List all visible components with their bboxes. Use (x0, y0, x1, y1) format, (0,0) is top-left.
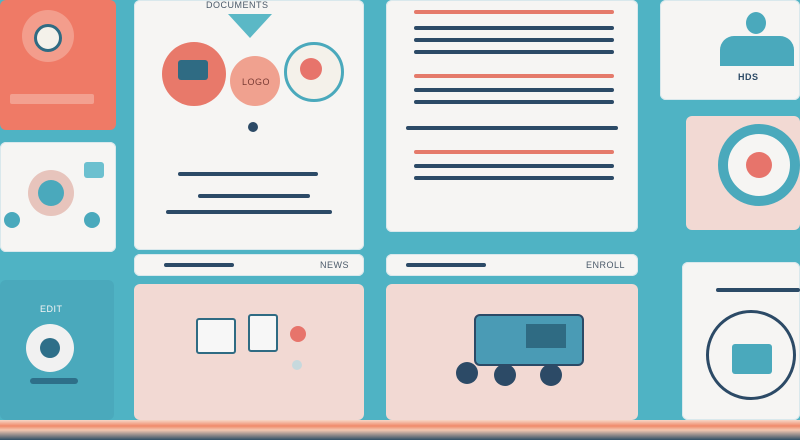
left-top-line (10, 94, 94, 104)
paper-icon-right (248, 314, 278, 352)
delivery-card[interactable] (386, 284, 638, 420)
doc-line-9 (414, 150, 614, 154)
bottom-strip (0, 420, 800, 440)
center-tab-strip[interactable]: NEWS (134, 254, 364, 276)
lock-icon (34, 24, 62, 52)
center-ornament (230, 56, 280, 106)
wheel-icon-2 (494, 364, 516, 386)
right-chart-card[interactable] (682, 262, 800, 420)
left-dot-right (84, 212, 100, 228)
document-card[interactable] (386, 0, 638, 232)
chart-icon (732, 344, 772, 374)
right-top-card[interactable]: HDS (660, 0, 800, 100)
doc-line-7 (414, 100, 614, 104)
center-tab-label: NEWS (320, 260, 349, 270)
center-line-3 (166, 210, 332, 214)
records-dot (292, 360, 302, 370)
center-tab-line (164, 263, 234, 267)
left-ornament-box (178, 60, 208, 80)
right-profile-card[interactable] (686, 116, 800, 230)
paper-icon-left (196, 318, 236, 354)
center-ornament-label: LOGO (242, 77, 271, 87)
center-line-2 (198, 194, 310, 198)
center-top-title: DOCUMENTS (206, 0, 269, 10)
user-avatar (746, 12, 766, 34)
center-line-1 (178, 172, 318, 176)
profile-icon (746, 152, 772, 178)
right-card-line (716, 288, 800, 292)
left-bottom-card[interactable]: EDIT (0, 280, 114, 420)
doc-line-11 (414, 176, 614, 180)
left-middle-card[interactable] (0, 142, 116, 252)
ornament-dots (248, 122, 258, 132)
right-tab-label: ENROLL (586, 260, 626, 270)
truck-cabin (526, 324, 566, 348)
wheel-icon-1 (456, 362, 478, 384)
right-tab-strip[interactable]: ENROLL (386, 254, 638, 276)
funnel-icon (228, 14, 272, 38)
left-top-card[interactable] (0, 0, 116, 130)
left-dot-left (4, 212, 20, 228)
record-center (40, 338, 60, 358)
records-card[interactable] (134, 284, 364, 420)
doc-line-2 (414, 26, 614, 30)
gear-icon (38, 180, 64, 206)
doc-line-3 (414, 38, 614, 42)
right-ornament-core (300, 58, 322, 80)
left-mini-box (84, 162, 104, 178)
doc-line-8 (406, 126, 618, 130)
left-bottom-label: EDIT (40, 304, 63, 314)
wheel-icon-3 (540, 364, 562, 386)
right-top-label: HDS (738, 72, 759, 82)
left-bottom-stand (30, 378, 78, 384)
right-tab-line (406, 263, 486, 267)
doc-line-10 (414, 164, 614, 168)
doc-line-6 (414, 88, 614, 92)
user-body (720, 36, 794, 66)
doc-line-5 (414, 74, 614, 78)
coin-icon (290, 326, 306, 342)
doc-line-1 (414, 10, 614, 14)
dashboard-ring (706, 310, 796, 400)
center-top-card[interactable]: DOCUMENTS LOGO (134, 0, 364, 250)
doc-line-4 (414, 50, 614, 54)
